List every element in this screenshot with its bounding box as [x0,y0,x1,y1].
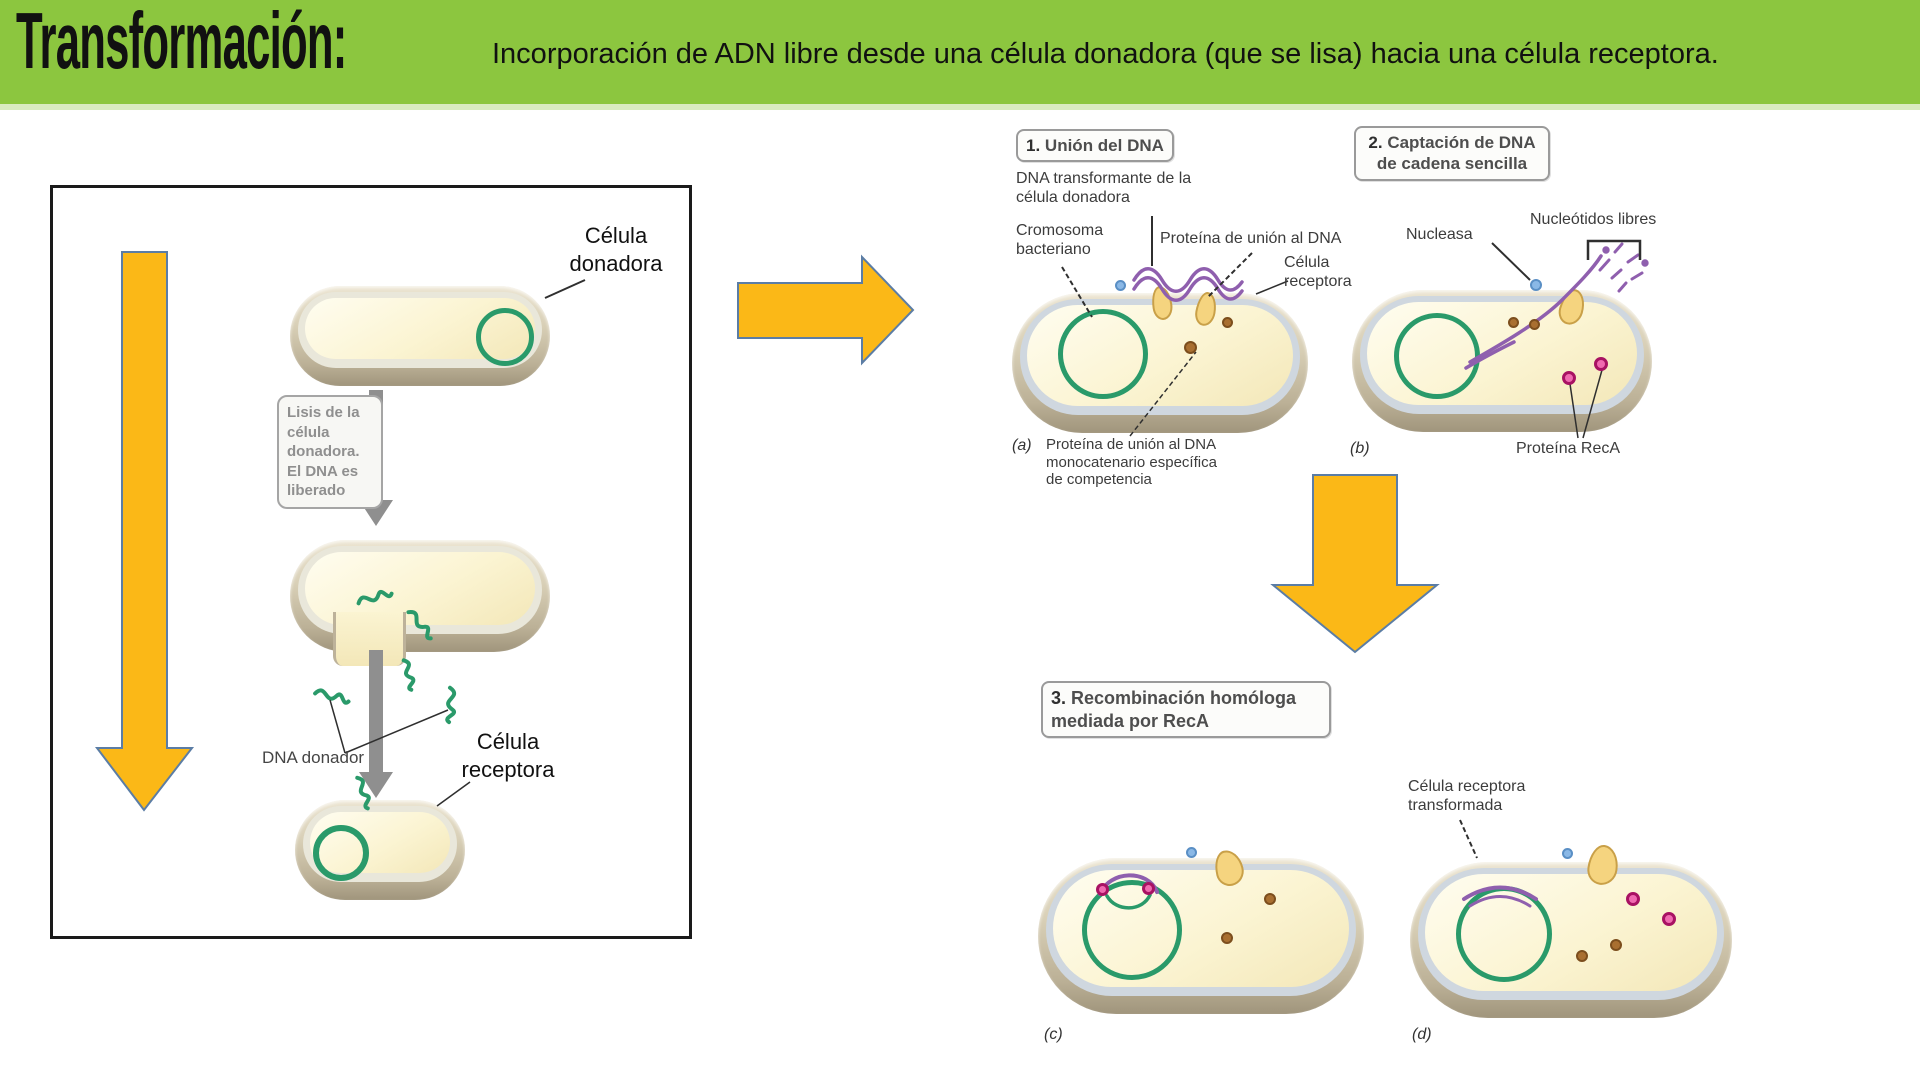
down-flow-arrow-right [1270,474,1440,654]
nuclease-label: Nucleasa [1406,226,1473,243]
step2-box: 2. Captación de DNA de cadena sencilla [1354,126,1550,181]
reca-protein-dot [1096,883,1109,896]
free-nucleotides-label: Nucleótidos libres [1530,211,1657,228]
brown-protein-dot [1508,317,1519,328]
dna-donor-label: DNA donador [262,748,365,767]
page-title: Transformación: [16,0,347,86]
step2-title: Captación de DNA de cadena sencilla [1376,133,1536,174]
blue-marker-dot [1186,847,1197,858]
brown-protein-dot [1221,932,1233,944]
brown-protein-dot [1576,950,1588,962]
brown-protein-dot [1222,317,1233,328]
transforming-dna-label: DNA transformante de la célula donadora [1016,170,1192,206]
caption-a-text: Proteína de unión al DNA monocatenario e… [1046,436,1217,489]
cell-a-chromosome-ring [1058,309,1148,399]
lysing-cell [290,540,550,652]
cell-c-chromosome-ring [1082,880,1182,980]
lysis-note: Lisis de la célula donadora. El DNA es l… [277,395,383,509]
step3-box: 3. Recombinación homóloga mediada por Re… [1041,681,1331,738]
dna-strand [1132,267,1244,293]
step3-title: Recombinación homóloga mediada por RecA [1051,688,1297,731]
nuclease-pointer [1491,242,1531,281]
binding-protein-label: Proteína de unión al DNA [1160,230,1342,247]
free-nucleotides-bracket [1586,239,1642,260]
transformed-label-pointer [1459,819,1478,859]
step3-number: 3. [1051,688,1067,708]
chromosome-label: Cromosoma bacteriano [1016,222,1104,258]
reca-protein-dot [1594,357,1608,371]
page-subtitle: Incorporación de ADN libre desde una cél… [492,38,1719,70]
cell-b-chromosome-ring [1394,313,1480,399]
cell-d-chromosome-ring [1456,886,1552,982]
step1-number: 1. [1026,136,1041,155]
reca-protein-dot [1142,882,1155,895]
blue-marker-dot [1562,848,1573,859]
receptor-cell-label: Célula receptora [461,729,555,782]
receptor-plasmid-ring [313,825,369,881]
step1-box: 1. Unión del DNA [1016,129,1174,163]
reca-protein-dot [1662,912,1676,926]
header-bar: Transformación: Incorporación de ADN lib… [0,0,1920,110]
cell-a-receptor-label: Célula receptora [1284,254,1352,290]
reca-protein-dot [1626,892,1640,906]
caption-a-letter: (a) [1012,437,1032,454]
donor-plasmid-ring [476,308,534,366]
brown-protein-dot [1184,341,1197,354]
brown-protein-dot [1610,939,1622,951]
caption-c-letter: (c) [1044,1026,1063,1043]
caption-d-letter: (d) [1412,1026,1432,1043]
reca-protein-label: Proteína RecA [1516,440,1621,457]
brown-protein-dot [1529,319,1540,330]
donor-cell-label: Célula donadora [569,223,663,276]
right-flow-arrow [737,254,915,366]
lysis-burst-opening [333,612,406,666]
step1-title: Unión del DNA [1044,136,1164,155]
transformed-cell-label: Célula receptora transformada [1408,778,1526,814]
caption-b-letter: (b) [1350,440,1370,457]
nuclease-dot [1530,279,1542,291]
step2-number: 2. [1368,133,1383,152]
blue-marker-dot [1115,280,1126,291]
binding-protein-pointer [1207,252,1253,298]
reca-protein-dot [1562,371,1576,385]
free-nucleotide-dashes [1598,242,1649,293]
brown-protein-dot [1264,893,1276,905]
